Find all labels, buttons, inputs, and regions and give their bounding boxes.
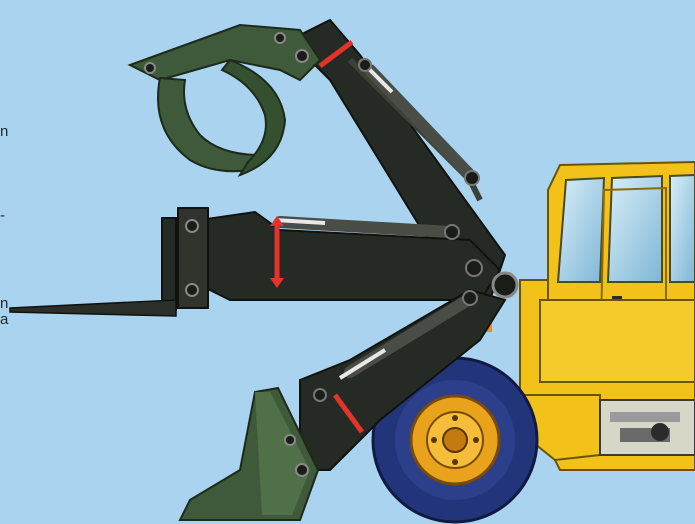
bucket-attachment [180,388,318,520]
pallet-fork-attachment [10,208,208,316]
middle-boom-arm [200,212,500,300]
left-edge-text-1: n [0,124,8,140]
left-edge-text-4: a [0,312,8,328]
grapple-attachment [130,25,320,175]
left-edge-text-2: - [0,208,5,224]
main-pivot [493,273,517,297]
left-edge-text-3: n [0,296,8,312]
